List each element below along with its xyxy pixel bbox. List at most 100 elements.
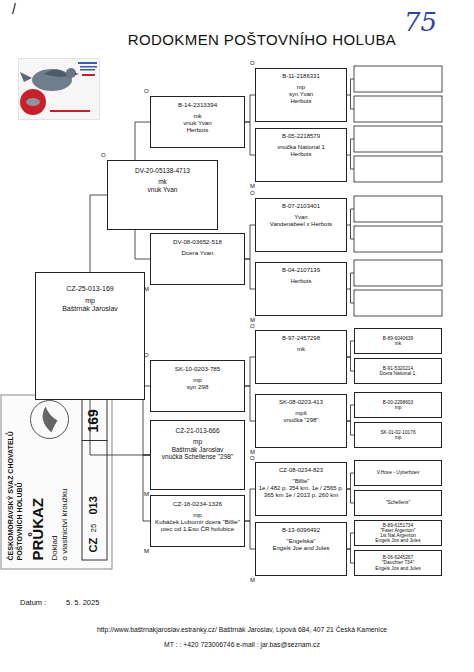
emblem-ring xyxy=(30,401,68,439)
pedigree-line xyxy=(135,122,150,160)
empty-box xyxy=(354,226,442,252)
ring-country: CZ xyxy=(86,538,98,553)
pedigree-line xyxy=(245,386,255,421)
card-emblem xyxy=(27,399,71,441)
dam-mark: M xyxy=(250,577,255,584)
bird-info: "Dauchter 734" xyxy=(356,560,440,565)
pedigree-box: DV-08-03652-518Dcera Yvan xyxy=(150,233,245,285)
pigeon-head xyxy=(66,68,76,78)
pedigree-box: CZ-08-0234-823"Billie"1e / 482 p. 354 km… xyxy=(255,462,347,516)
ring-number: CZ-08-0234-823 xyxy=(258,467,344,474)
bird-info: mp xyxy=(36,297,144,305)
pigeon-wing xyxy=(44,69,68,76)
handwritten-number: 75 xyxy=(404,8,437,37)
pedigree-line xyxy=(347,341,354,357)
ring-number: DV-08-03652-518 xyxy=(153,238,242,245)
card-org: POŠTOVNÍCH HOLUBŮ xyxy=(15,482,23,560)
pedigree-box: V.Hove - Uytterhoev xyxy=(354,460,442,486)
pedigree-box: "Schellens" xyxy=(354,490,442,516)
logo-text-bar xyxy=(50,110,90,112)
sire-mark: O xyxy=(101,152,106,159)
pedigree-box: B-97-2457298mk xyxy=(255,330,347,384)
pedigree-box: DV-20-05138-4713mkvnuk Yvan xyxy=(107,160,218,230)
pedigree-line xyxy=(347,421,354,435)
footer-address: http://www.baštrnakjaroslav.estranky.cz/… xyxy=(10,626,474,633)
empty-box xyxy=(354,290,442,316)
empty-box xyxy=(354,196,442,222)
ring-number: B-11-2186331 xyxy=(258,73,344,80)
bird-info: Kubáček Lubomír dcera "Billie" xyxy=(153,518,242,525)
bird-info: vnuk Yvan xyxy=(153,119,242,126)
sire-mark: O xyxy=(144,352,149,359)
logo-circle xyxy=(20,89,46,115)
logo-pigeon xyxy=(26,98,40,106)
bird-info: vnučka National 1 xyxy=(258,144,344,151)
empty-box xyxy=(354,96,442,122)
pedigree-line xyxy=(347,473,354,489)
ring-number: CZ-21-013-666 xyxy=(151,427,244,434)
bird-info: mp xyxy=(153,511,242,518)
bird-info: mp xyxy=(258,84,344,91)
card-heading: PRŮKAZ xyxy=(29,498,46,561)
pedigree-line xyxy=(245,259,255,289)
pedigree-box: B-89-6151734"Fater Argenton"1st Nat.Arge… xyxy=(354,520,442,546)
emblem-bird xyxy=(42,407,57,433)
bird-info: Baštrnák Jaroslav xyxy=(36,305,144,313)
dam-mark: M xyxy=(250,317,255,324)
bird-info: Engels Joe and Jules xyxy=(258,545,344,552)
club-logo xyxy=(18,58,100,120)
pedigree-line xyxy=(245,225,255,259)
number-divider xyxy=(81,440,107,441)
bird-info: 1st Nat.Argenton xyxy=(356,533,440,538)
pedigree-line xyxy=(90,400,150,455)
footer-contact: MT : : +420 723006746 e-mail : jar.bas@s… xyxy=(10,641,474,648)
ring-club: 013 xyxy=(86,496,98,514)
bird-info: Dcera Yvan xyxy=(153,249,242,256)
dam-mark: M xyxy=(250,449,255,456)
bird-info: Engels Jos and Jules xyxy=(356,538,440,543)
bird-info: mk xyxy=(108,178,217,185)
sire-mark: O xyxy=(250,455,255,462)
bird-info: "Engelska" xyxy=(258,538,344,545)
pedigree-box: SK-08-0203-413 mpšvnučka "298" xyxy=(255,394,347,448)
date-value: 5. 5. 2025 xyxy=(66,599,99,607)
pedigree-box: B-05-2218579vnučka National 1Herbots xyxy=(255,128,347,182)
empty-box xyxy=(354,66,442,92)
ring-number: B-14-2313394 xyxy=(153,101,242,108)
ring-number: B-05-2218579 xyxy=(258,133,344,140)
pedigree-line xyxy=(135,230,150,259)
pedigree-line xyxy=(245,489,255,521)
number-box xyxy=(82,399,107,560)
pedigree-box: B-07-2103401YvanVandenabeel x Herbots xyxy=(255,198,347,252)
ring-number: B-04-2107139 xyxy=(258,267,344,274)
ring-number: CZ-25-013-169 xyxy=(36,285,144,293)
logo-text-bar xyxy=(80,66,97,68)
pedigree-box: CZ-25-013-169 mpBaštrnák Jaroslav xyxy=(35,272,145,400)
logo-text-bar xyxy=(82,74,95,76)
bird-info: syn Yvan xyxy=(258,91,344,98)
ring-number: B-91-5320214 xyxy=(356,366,440,371)
logo-text-bar xyxy=(80,69,95,71)
pedigree-line xyxy=(347,549,354,563)
bird-info: mpš xyxy=(258,410,344,417)
bird-info: vnuk Yvan xyxy=(108,186,217,193)
pedigree-line xyxy=(245,521,255,549)
bird-info: "Fater Argenton" xyxy=(356,528,440,533)
ring-number: B-13-6096492 xyxy=(258,527,344,534)
pedigree-box: B-91-5320214Dcera National 1. xyxy=(354,358,442,384)
bird-info: Vandenabeel x Herbots xyxy=(258,221,344,228)
ring-number: B-89-6040639 xyxy=(356,336,440,341)
empty-box xyxy=(354,260,442,286)
pedigree-line xyxy=(347,357,354,371)
ring-number: B-00-2298603 xyxy=(356,400,440,405)
bird-info: mk xyxy=(153,112,242,119)
pedigree-box: SK-10-0203-785mpsyn 298 xyxy=(150,360,245,412)
card-text: Doklad xyxy=(50,536,59,561)
card-text: o vlastnictví kroužku xyxy=(60,488,69,560)
ring-card: ČESKOMORAVSKÝ SVAZ CHOVATELŮPOŠTOVNÍCH H… xyxy=(0,395,112,570)
pigeon-beak xyxy=(75,73,79,75)
ring-number: SK-08-0203-413 xyxy=(258,399,344,406)
branch-line xyxy=(347,139,354,169)
bird-info: vnučka "298" xyxy=(258,417,344,424)
